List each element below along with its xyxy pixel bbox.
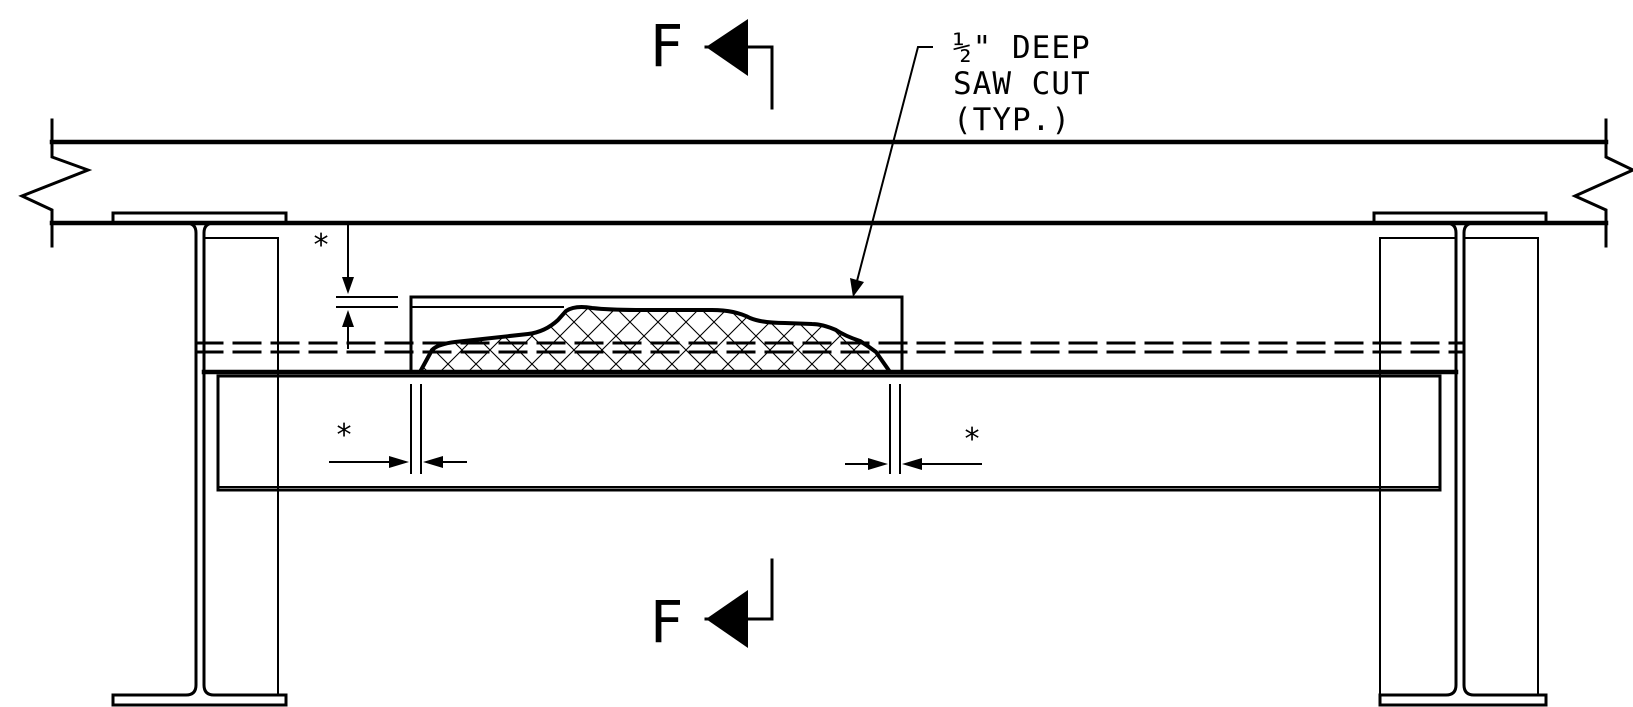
vertical-dimension-symbol: * <box>312 228 330 263</box>
deck-slab <box>18 118 1633 248</box>
repair-area <box>409 295 904 374</box>
section-mark-top-letter: F <box>650 12 683 80</box>
note-leader <box>850 46 933 297</box>
vertical-dimension: * <box>312 224 398 349</box>
section-mark-bottom-letter: F <box>650 588 683 656</box>
right-dimension-symbol: * <box>963 422 981 457</box>
saw-cut-outline <box>409 295 904 374</box>
right-horizontal-dimension: * <box>845 384 982 474</box>
left-dimension-symbol: * <box>335 418 353 453</box>
note-line-1: ½" DEEP <box>953 30 1091 66</box>
right-break-line <box>1571 118 1633 248</box>
section-mark-bottom: F <box>650 558 774 656</box>
left-horizontal-dimension: * <box>329 384 467 474</box>
note-line-3: (TYP.) <box>953 102 1071 138</box>
saw-cut-note: ½" DEEP SAW CUT (TYP.) <box>953 30 1091 138</box>
note-line-2: SAW CUT <box>953 66 1091 102</box>
section-mark-top: F <box>650 12 774 110</box>
diaphragm <box>201 369 1459 492</box>
deteriorated-concrete-hatch <box>416 305 894 374</box>
left-girder <box>111 211 288 707</box>
right-girder <box>1372 211 1548 707</box>
left-break-line <box>18 118 93 248</box>
